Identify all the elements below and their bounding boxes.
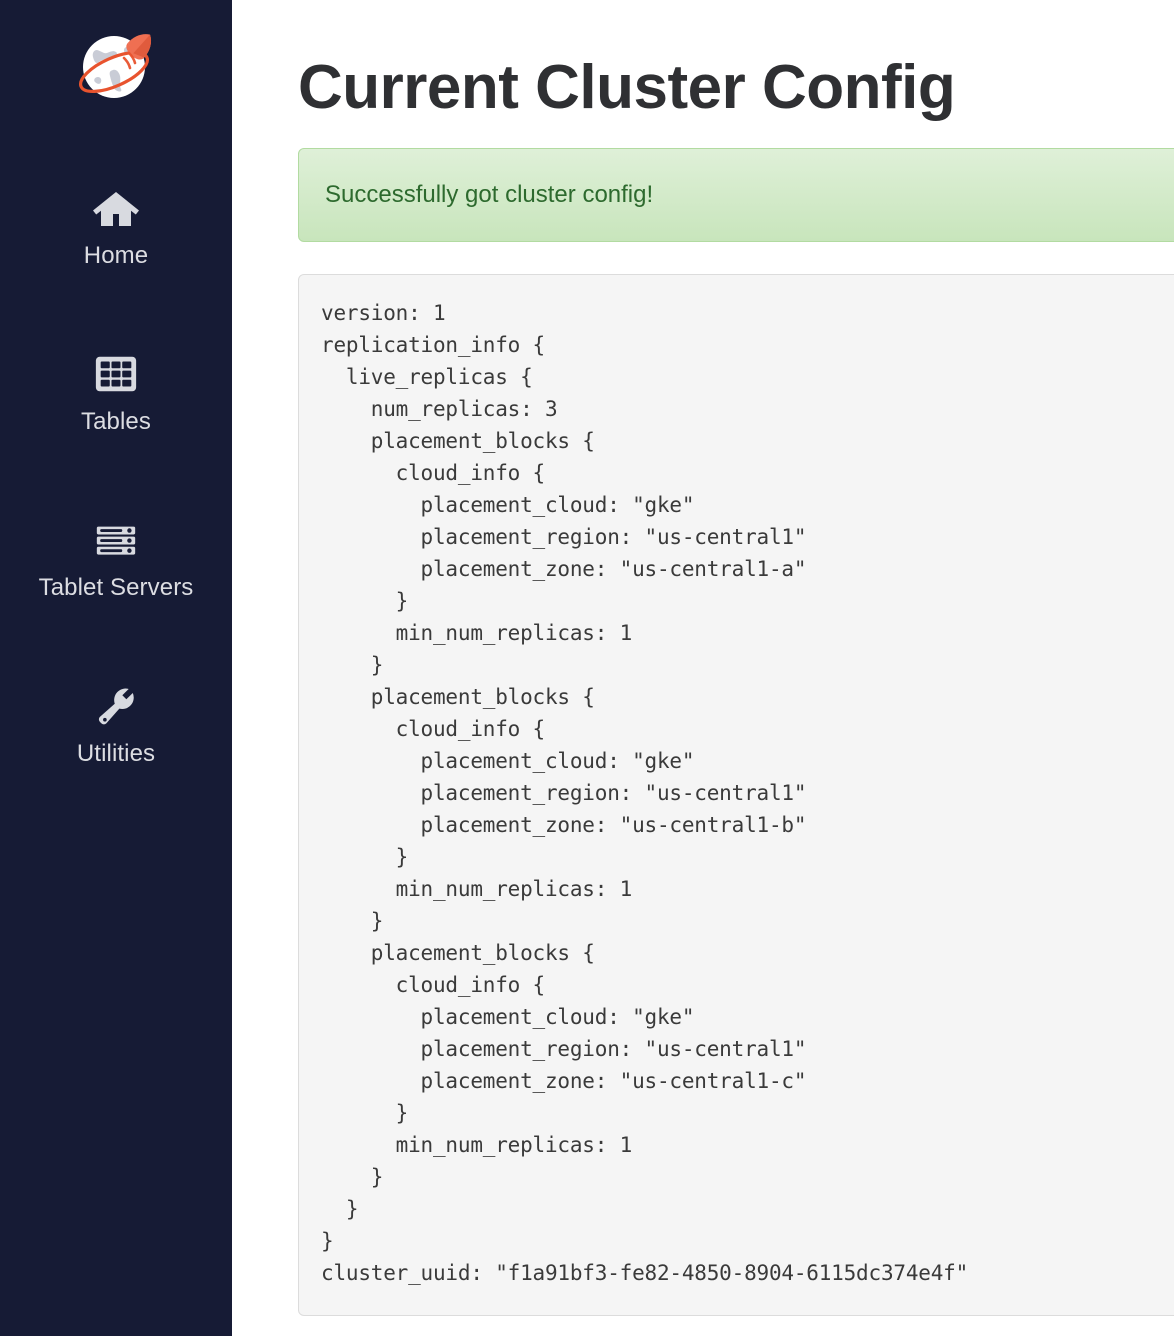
sidebar-item-home[interactable]: Home bbox=[0, 170, 232, 282]
page-title: Current Cluster Config bbox=[298, 53, 956, 122]
cluster-config-card: version: 1 replication_info { live_repli… bbox=[298, 274, 1174, 1316]
sidebar-item-label: Home bbox=[83, 242, 149, 269]
sidebar-item-tablet-servers[interactable]: Tablet Servers bbox=[0, 502, 232, 614]
main-inner: Current Cluster Config Successfully got … bbox=[232, 0, 1174, 1316]
server-stack-icon bbox=[92, 516, 140, 564]
home-icon bbox=[92, 184, 140, 232]
sidebar-item-label: Tables bbox=[81, 408, 151, 435]
sidebar-item-label: Tablet Servers bbox=[38, 574, 194, 601]
table-grid-icon bbox=[92, 350, 140, 398]
cluster-config-text[interactable]: version: 1 replication_info { live_repli… bbox=[321, 301, 969, 1285]
sidebar: Home bbox=[0, 0, 232, 1336]
sidebar-item-label: Utilities bbox=[76, 740, 156, 767]
brand-logo[interactable] bbox=[68, 22, 164, 118]
wrench-icon bbox=[92, 682, 140, 730]
sidebar-item-utilities[interactable]: Utilities bbox=[0, 668, 232, 780]
success-alert: Successfully got cluster config! bbox=[298, 148, 1174, 242]
sidebar-nav-list: Home bbox=[0, 170, 232, 780]
success-alert-message: Successfully got cluster config! bbox=[325, 181, 654, 208]
sidebar-item-tables[interactable]: Tables bbox=[0, 336, 232, 448]
main-content: Current Cluster Config Successfully got … bbox=[232, 0, 1174, 1336]
